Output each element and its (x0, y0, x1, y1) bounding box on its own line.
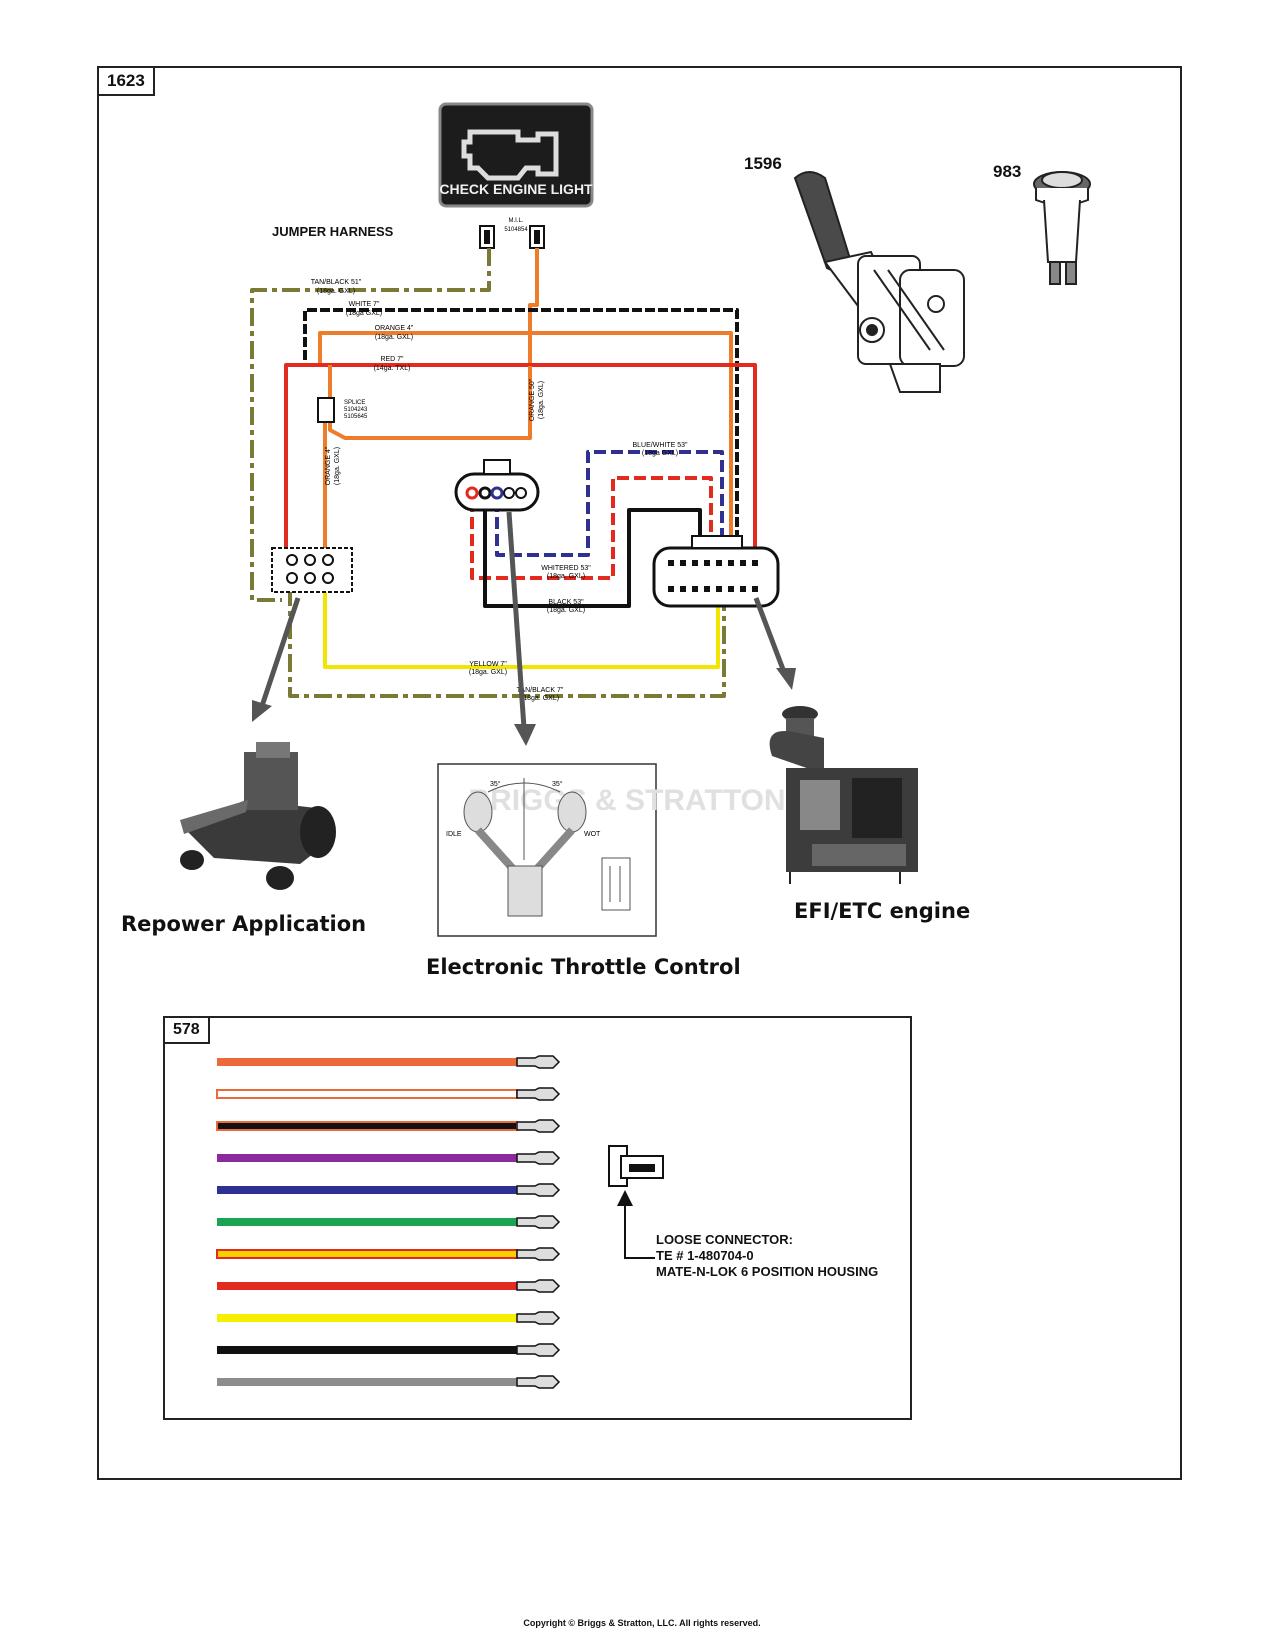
mil-label: M.I.L. (508, 218, 523, 224)
angle-left: 35° (490, 780, 501, 788)
wire-white-red-53 (470, 476, 713, 580)
loose-connector-desc: MATE-N-LOK 6 POSITION HOUSING (656, 1264, 879, 1279)
svg-text:(18ga GXL): (18ga GXL) (642, 450, 678, 457)
loose-connector-icon (608, 1145, 664, 1259)
label-white-red-53: WHITERED 53" (541, 565, 591, 572)
kit-wire-11 (217, 1375, 561, 1389)
svg-text:(18ga GXL): (18ga GXL) (346, 310, 382, 317)
svg-text:(18ga. GXL): (18ga. GXL) (375, 334, 413, 341)
angle-right: 35° (552, 780, 563, 788)
mil-connector: M.I.L. 5104854 (479, 218, 545, 249)
svg-text:5105645: 5105645 (344, 414, 368, 420)
mower-illustration (180, 742, 336, 890)
check-engine-light: CHECK ENGINE LIGHT (438, 102, 594, 208)
svg-text:(18ga. GXL): (18ga. GXL) (469, 669, 507, 676)
wire-tan-black-7 (288, 588, 726, 698)
kit-wire-9 (217, 1311, 561, 1325)
kit-wire-10 (217, 1343, 561, 1357)
check-engine-text: CHECK ENGINE LIGHT (439, 181, 593, 197)
watermark: BRIGGS & STRATTON (468, 784, 785, 817)
button-part-number: 983 (993, 162, 1022, 181)
kit-wire-2 (216, 1087, 561, 1101)
wire-tan-black-51 (250, 248, 491, 602)
repower-connector (271, 547, 353, 593)
arrow-engine (753, 597, 787, 673)
label-red-7: RED 7" (380, 356, 404, 363)
lever-illustration (793, 171, 965, 393)
kit-wire-6 (217, 1215, 561, 1229)
etc-caption: Electronic Throttle Control (426, 955, 741, 979)
svg-text:(18ga. GXL): (18ga. GXL) (334, 447, 341, 485)
kit-wire-7 (216, 1247, 561, 1261)
kit-wire-1 (217, 1055, 561, 1069)
label-orange-50: ORANGE 50" (529, 378, 536, 421)
ecu-connector (652, 535, 780, 608)
loose-connector-title: LOOSE CONNECTOR: (656, 1232, 793, 1247)
diagram-id: 1623 (99, 68, 155, 96)
svg-text:(18ga. GXL): (18ga. GXL) (538, 381, 545, 419)
button-illustration (1033, 171, 1091, 285)
label-white-7: WHITE 7" (349, 301, 380, 308)
copyright-footer: Copyright © Briggs & Stratton, LLC. All … (523, 1618, 761, 1628)
throttle-connector (454, 459, 540, 512)
kit-id: 578 (165, 1018, 210, 1044)
kit-panel: 578 LOOSE CONNECTOR: TE # 1-480704-0 MAT… (163, 1016, 912, 1420)
svg-text:(14ga. TXL): (14ga. TXL) (374, 365, 411, 372)
svg-text:5104243: 5104243 (344, 407, 368, 413)
splice-block (317, 397, 335, 423)
kit-wire-3 (216, 1119, 561, 1133)
label-tan-black-51: TAN/BLACK 51" (311, 279, 362, 286)
engine-illustration (769, 706, 918, 884)
label-tan-black-7: TAN/BLACK 7" (517, 687, 564, 694)
arrow-throttle (506, 511, 527, 729)
repower-caption: Repower Application (121, 912, 367, 936)
label-splice: SPLICE (344, 400, 365, 406)
jumper-harness-label: JUMPER HARNESS (272, 224, 394, 239)
kit-wire-4 (217, 1151, 561, 1165)
svg-text:(18ga. GXL): (18ga. GXL) (317, 288, 355, 295)
svg-text:(18ga. GXL): (18ga. GXL) (521, 695, 559, 702)
engine-caption: EFI/ETC engine (794, 899, 971, 923)
wire-black-53 (483, 500, 702, 608)
wiring-diagram: CHECK ENGINE LIGHT M.I.L. 5104854 (180, 102, 1091, 937)
kit-wire-8 (217, 1279, 561, 1293)
idle-label: IDLE (446, 831, 462, 838)
label-black-53: BLACK 53" (548, 599, 584, 606)
arrow-repower (259, 597, 301, 707)
loose-connector-text: LOOSE CONNECTOR: TE # 1-480704-0 MATE-N-… (656, 1232, 878, 1280)
kit-wire-5 (217, 1183, 561, 1197)
mil-part: 5104854 (504, 227, 528, 233)
engine-icon (461, 129, 559, 181)
diagram-frame: 1623 (97, 66, 1182, 1480)
label-orange-4-side: ORANGE 4" (325, 446, 332, 485)
wire-orange-50 (528, 248, 539, 366)
label-blue-white-53: BLUE/WHITE 53" (633, 442, 689, 449)
wire-red-7 (284, 363, 757, 560)
wire-orange-4-top (318, 331, 733, 560)
kit-wires (216, 1055, 664, 1389)
lever-part-number: 1596 (744, 154, 782, 173)
wot-label: WOT (584, 831, 601, 838)
svg-text:(18ga. GXL): (18ga. GXL) (547, 573, 585, 580)
throttle-detail: BRIGGS & STRATTON 35° 35° IDLE WOT (437, 763, 786, 937)
svg-text:(18ga. GXL): (18ga. GXL) (547, 607, 585, 614)
wire-blue-white-53 (495, 450, 724, 560)
label-orange-4-top: ORANGE 4" (375, 325, 414, 332)
loose-connector-part: TE # 1-480704-0 (656, 1248, 754, 1263)
wire-white-7 (303, 308, 739, 560)
label-yellow-7: YELLOW 7" (469, 661, 507, 668)
